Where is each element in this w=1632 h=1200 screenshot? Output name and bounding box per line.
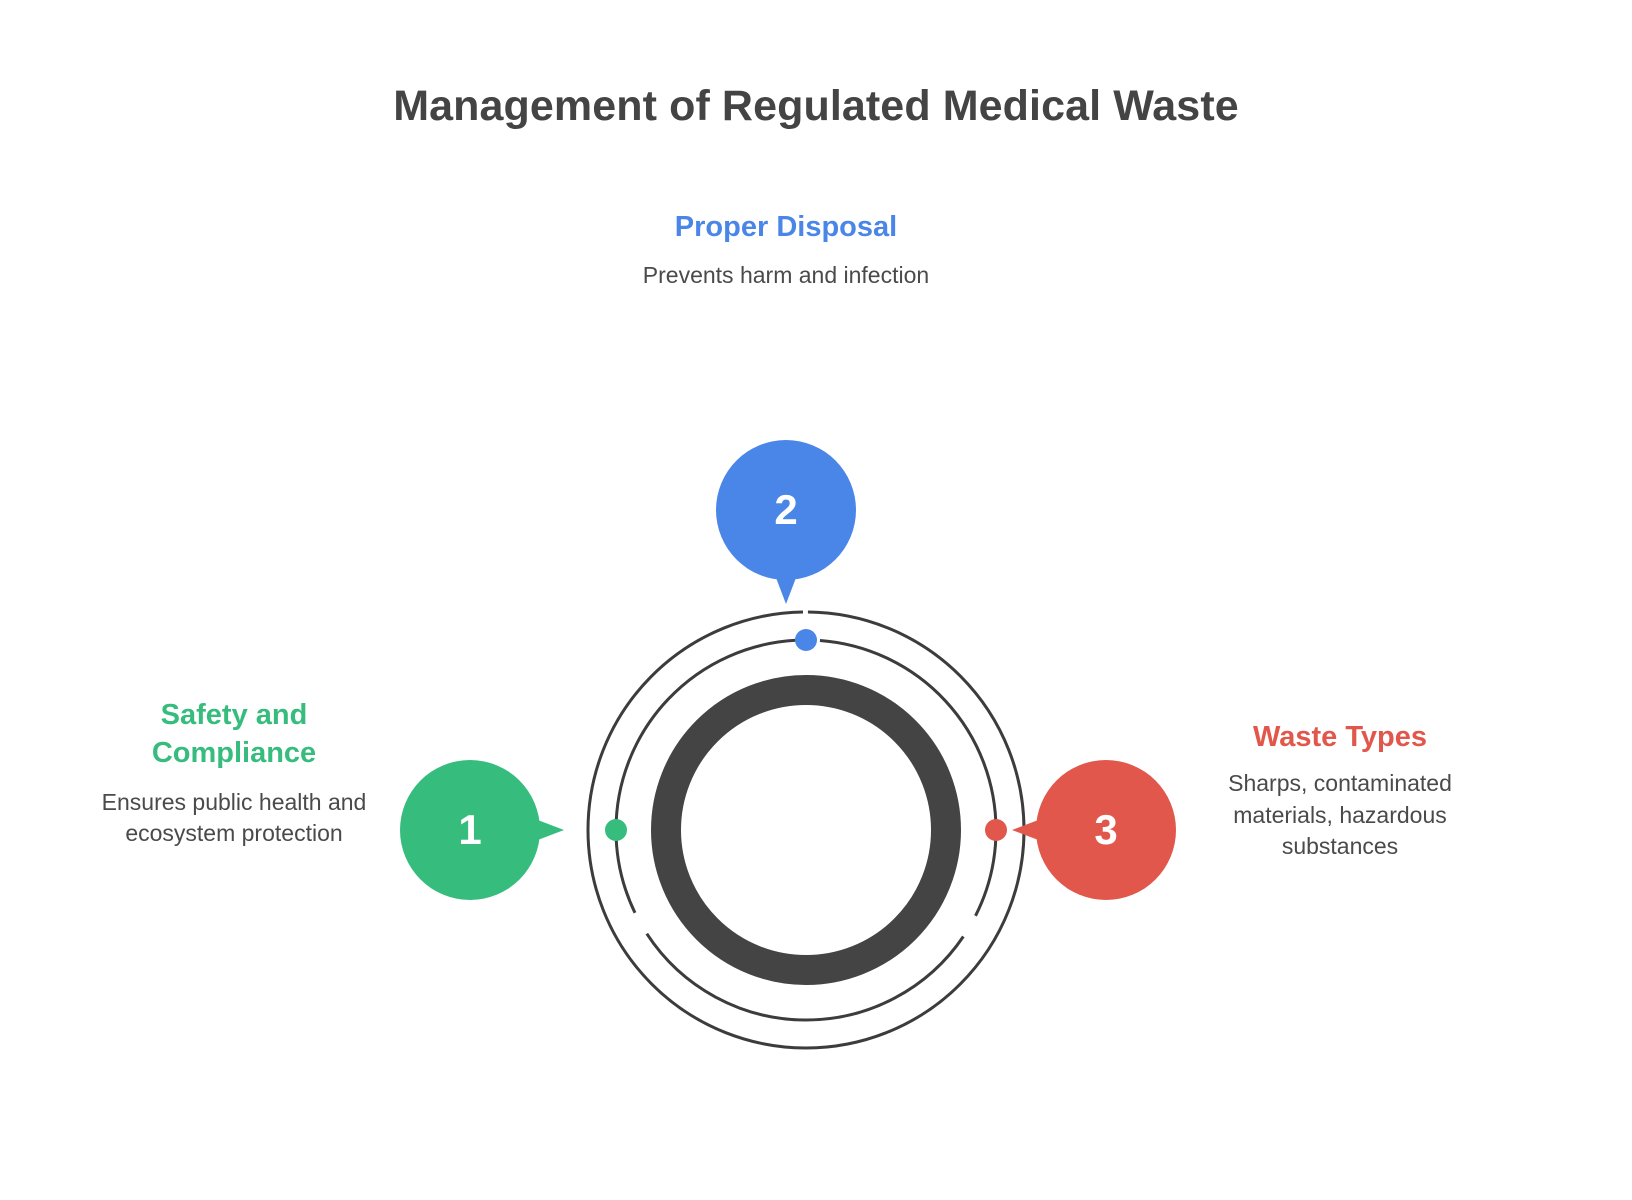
node-text-proper-disposal: Proper Disposal Prevents harm and infect…	[636, 208, 936, 292]
node-description-1: Ensures public health and ecosystem prot…	[101, 788, 367, 846]
dot-red-icon	[985, 819, 1007, 841]
dot-blue-icon	[795, 629, 817, 651]
node-text-waste-types: Waste Types Sharps, contaminated materia…	[1192, 718, 1488, 862]
node-description-2: Prevents harm and infection	[642, 262, 930, 289]
dot-green-icon	[605, 819, 627, 841]
page-title: Management of Regulated Medical Waste	[393, 81, 1239, 130]
node-marker-1[interactable]: 1	[400, 760, 564, 900]
node-heading-3: Waste Types	[1252, 721, 1428, 753]
node-marker-3[interactable]: 3	[1012, 760, 1176, 900]
node-heading-1: Safety and Compliance	[151, 699, 317, 770]
inner-ring-circle	[651, 675, 961, 985]
node-marker-2[interactable]: 2	[716, 440, 856, 604]
node-description-3: Sharps, contaminated materials, hazardou…	[1228, 770, 1452, 859]
node-heading-2: Proper Disposal	[674, 211, 898, 243]
node-marker-3-number: 3	[1036, 760, 1176, 900]
node-text-safety-and-compliance: Safety and Compliance Ensures public hea…	[92, 696, 376, 849]
node-marker-2-number: 2	[716, 440, 856, 580]
concentric-ring-diagram	[566, 590, 1046, 1070]
node-marker-1-number: 1	[400, 760, 540, 900]
